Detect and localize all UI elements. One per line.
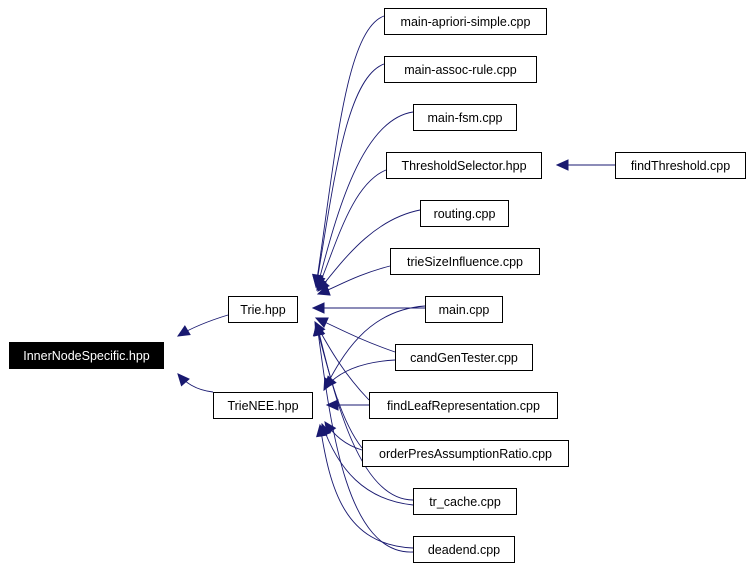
edge-main-to-trie — [311, 302, 425, 314]
node-box — [615, 152, 746, 179]
node-fsm[interactable]: main-fsm.cpp — [413, 104, 517, 131]
edge-line — [316, 169, 387, 291]
node-box — [228, 296, 298, 323]
edge-line — [315, 15, 385, 287]
node-trienee[interactable]: TrieNEE.hpp — [213, 392, 313, 419]
node-box — [384, 56, 537, 83]
edge-line — [316, 323, 414, 501]
node-triesize[interactable]: trieSizeInfluence.cpp — [390, 248, 540, 275]
edge-line — [317, 209, 421, 292]
edge-line — [315, 63, 385, 288]
node-label: trieSizeInfluence.cpp — [407, 255, 523, 269]
edge-line — [316, 323, 414, 553]
node-box — [213, 392, 313, 419]
node-trie[interactable]: Trie.hpp — [228, 296, 298, 323]
arrowhead-icon — [312, 322, 325, 337]
node-deadend[interactable]: deadend.cpp — [413, 536, 515, 563]
node-box — [384, 8, 547, 35]
edge-line — [319, 424, 414, 549]
node-main[interactable]: main.cpp — [425, 296, 503, 323]
node-label: main-fsm.cpp — [427, 111, 502, 125]
arrowhead-icon — [177, 373, 190, 387]
node-label: main.cpp — [439, 303, 490, 317]
node-assoc[interactable]: main-assoc-rule.cpp — [384, 56, 537, 83]
node-box — [420, 200, 509, 227]
node-label: ThresholdSelector.hpp — [401, 159, 526, 173]
edge-triesize-to-trie — [316, 265, 391, 296]
node-thresh[interactable]: ThresholdSelector.hpp — [386, 152, 542, 179]
edge-candgen-to-trienee — [324, 359, 396, 389]
edge-candgen-to-trie — [314, 317, 396, 353]
node-label: main-assoc-rule.cpp — [404, 63, 517, 77]
node-findthresh[interactable]: findThreshold.cpp — [615, 152, 746, 179]
edge-layer — [176, 15, 615, 553]
edge-findthresh-to-thresh — [555, 159, 615, 171]
node-findleaf[interactable]: findLeafRepresentation.cpp — [369, 392, 558, 419]
node-label: tr_cache.cpp — [429, 495, 501, 509]
node-box — [395, 344, 533, 371]
node-box — [362, 440, 569, 467]
node-label: findThreshold.cpp — [631, 159, 730, 173]
node-box — [390, 248, 540, 275]
arrowhead-icon — [316, 423, 328, 438]
node-box — [386, 152, 542, 179]
edge-deadend-to-trie — [312, 322, 414, 553]
node-label: orderPresAssumptionRatio.cpp — [379, 447, 552, 461]
arrowhead-icon — [325, 399, 339, 411]
node-box — [413, 488, 517, 515]
edge-findleaf-to-trienee — [325, 399, 369, 411]
edge-line — [315, 317, 396, 353]
node-label: deadend.cpp — [428, 543, 500, 557]
node-box — [413, 536, 515, 563]
edge-line — [316, 111, 414, 289]
arrowhead-icon — [311, 302, 325, 314]
edge-deadend-to-trienee — [316, 423, 414, 549]
node-box — [413, 104, 517, 131]
node-trcache[interactable]: tr_cache.cpp — [413, 488, 517, 515]
node-box — [369, 392, 558, 419]
edge-trie-to-root — [176, 314, 229, 337]
node-label: InnerNodeSpecific.hpp — [23, 349, 150, 363]
node-routing[interactable]: routing.cpp — [420, 200, 509, 227]
node-label: candGenTester.cpp — [410, 351, 518, 365]
arrowhead-icon — [555, 159, 569, 171]
node-label: Trie.hpp — [240, 303, 285, 317]
node-root: InnerNodeSpecific.hpp — [9, 342, 164, 369]
node-layer: InnerNodeSpecific.hpp Trie.hppTrieNEE.hpp… — [9, 8, 746, 563]
node-candgen[interactable]: candGenTester.cpp — [395, 344, 533, 371]
node-label: main-apriori-simple.cpp — [401, 15, 531, 29]
node-label: findLeafRepresentation.cpp — [387, 399, 540, 413]
arrowhead-icon — [176, 325, 191, 337]
edge-orderpres-to-trienee — [324, 421, 363, 451]
node-label: TrieNEE.hpp — [227, 399, 298, 413]
edge-line — [317, 265, 391, 295]
edge-line — [321, 423, 414, 506]
edge-trienee-to-root — [177, 373, 214, 393]
node-label: routing.cpp — [434, 207, 496, 221]
edge-line — [324, 359, 396, 389]
node-box — [425, 296, 503, 323]
arrowhead-icon — [324, 375, 337, 389]
arrowhead-icon — [316, 284, 331, 296]
node-box — [9, 342, 164, 369]
edge-assoc-to-trie — [312, 63, 385, 289]
node-apriori[interactable]: main-apriori-simple.cpp — [384, 8, 547, 35]
node-orderpres[interactable]: orderPresAssumptionRatio.cpp — [362, 440, 569, 467]
arrowhead-icon — [314, 317, 329, 329]
